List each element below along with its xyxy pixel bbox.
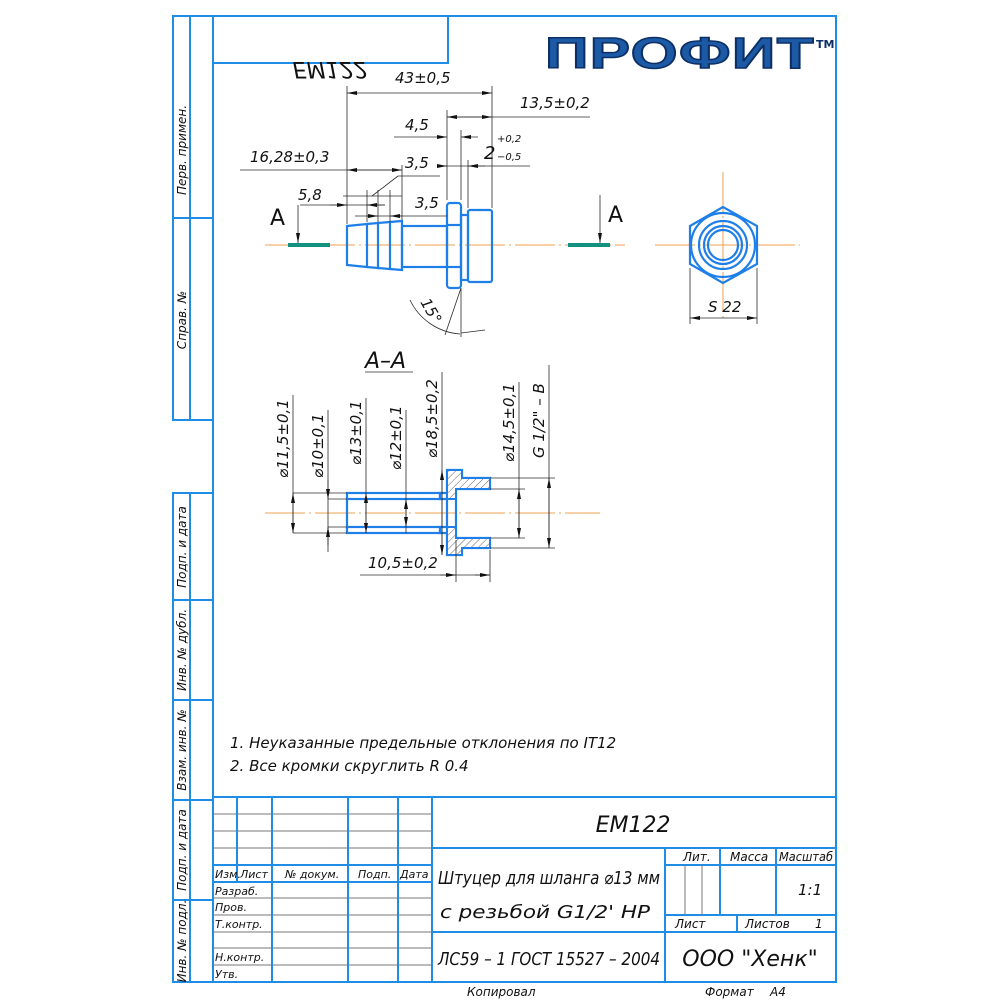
side-strip-labels: Перв. примен. Справ. № Подп. и дата Инв.… — [175, 105, 189, 982]
dim-d14-5: ⌀14,5±0,1 — [500, 383, 518, 462]
part-name-line-2: с резьбой G1/2' НР — [440, 902, 650, 923]
footer-copied: Копировал — [467, 985, 536, 999]
material: ЛС59 – 1 ГОСТ 15527 – 2004 — [437, 949, 660, 970]
title-code: EM122 — [596, 813, 671, 838]
role-tkontr: Т.контр. — [215, 918, 263, 931]
dim-d12: ⌀12±0,1 — [387, 405, 405, 470]
label-inv-dubl: Инв. № дубл. — [175, 609, 189, 691]
role-utv: Утв. — [215, 968, 238, 981]
sheets-value: 1 — [815, 917, 823, 931]
dim-barb-pitch-2: 3,5 — [415, 194, 439, 212]
title-block: EM122 Изм. Лист № докум. Подп. Дата Разр… — [213, 796, 836, 982]
dim-hex-size: S 22 — [708, 298, 741, 316]
note-2: 2. Все кромки скруглить R 0.4 — [230, 757, 469, 775]
role-prov: Пров. — [215, 901, 247, 914]
mass-label: Масса — [730, 850, 768, 864]
label-vzam-inv: Взам. инв. № — [175, 709, 189, 790]
end-view: S 22 — [655, 172, 800, 324]
section-title: A–A — [363, 349, 406, 374]
lit-label: Лит. — [682, 850, 711, 864]
part-name-line-1: Штуцер для шланга ⌀13 мм — [438, 868, 660, 889]
header-list: Лист — [239, 868, 268, 881]
dim-barb-first: 5,8 — [298, 186, 322, 204]
dim-barb-len: 16,28±0,3 — [250, 148, 329, 166]
dim-neck-tol-down: −0,5 — [497, 152, 521, 163]
dim-bore-len: 10,5±0,2 — [368, 554, 438, 572]
fitting-side-view — [345, 201, 494, 290]
logo-text: ПРОФИТ — [545, 29, 815, 78]
company: ООО "Хенк" — [682, 947, 817, 972]
label-sprav-no: Справ. № — [175, 291, 189, 349]
section-mark-left: A — [270, 206, 285, 231]
main-view: A A 43±0,5 13,5±0,2 4,5 2 — [240, 69, 625, 337]
profit-logo: ПРОФИТ TM — [544, 28, 834, 79]
dim-angle: 15° — [417, 295, 446, 327]
mirrored-code: EM122 — [293, 56, 368, 81]
label-podp-data-2: Подп. и дата — [175, 809, 189, 891]
dim-neck-tol-up: +0,2 — [497, 134, 521, 145]
dim-total: 43±0,5 — [395, 69, 451, 87]
dim-hex-width: 4,5 — [405, 116, 429, 134]
label-perv-primen: Перв. примен. — [175, 105, 189, 195]
header-izm: Изм. — [215, 868, 241, 881]
section-mark-right: A — [608, 203, 623, 228]
scale-label: Масштаб — [779, 850, 834, 864]
dim-thread-len: 13,5±0,2 — [520, 94, 590, 112]
dim-barb-pitch: 3,5 — [405, 154, 429, 172]
scale-value: 1:1 — [798, 881, 822, 899]
role-razrab: Разраб. — [215, 885, 258, 898]
dim-thread-g: G 1/2" – B — [530, 383, 548, 458]
dim-d13: ⌀13±0,1 — [347, 400, 365, 465]
footer-format-value: А4 — [769, 985, 786, 999]
dim-d11-5: ⌀11,5±0,1 — [274, 399, 292, 478]
dim-d18-5: ⌀18,5±0,2 — [423, 379, 441, 458]
header-doc-no: № докум. — [284, 868, 339, 881]
sheets-label: Листов — [744, 917, 790, 931]
header-podp: Подп. — [358, 868, 391, 881]
note-1: 1. Неуказанные предельные отклонения по … — [230, 734, 616, 752]
dim-d10: ⌀10±0,1 — [309, 413, 327, 478]
label-podp-data-1: Подп. и дата — [175, 506, 189, 588]
footer-format-label: Формат — [705, 985, 755, 999]
drawing-frame — [172, 15, 837, 983]
logo-tm: TM — [816, 38, 834, 51]
sheet-label: Лист — [674, 917, 706, 931]
section-view: A–A ⌀11,5±0,1 ⌀10±0,1 ⌀13±0,1 — [265, 349, 600, 582]
dim-neck: 2 — [484, 143, 495, 164]
label-inv-podl: Инв. № подл. — [175, 900, 189, 983]
header-data: Дата — [399, 868, 429, 881]
role-nkontr: Н.контр. — [215, 951, 264, 964]
